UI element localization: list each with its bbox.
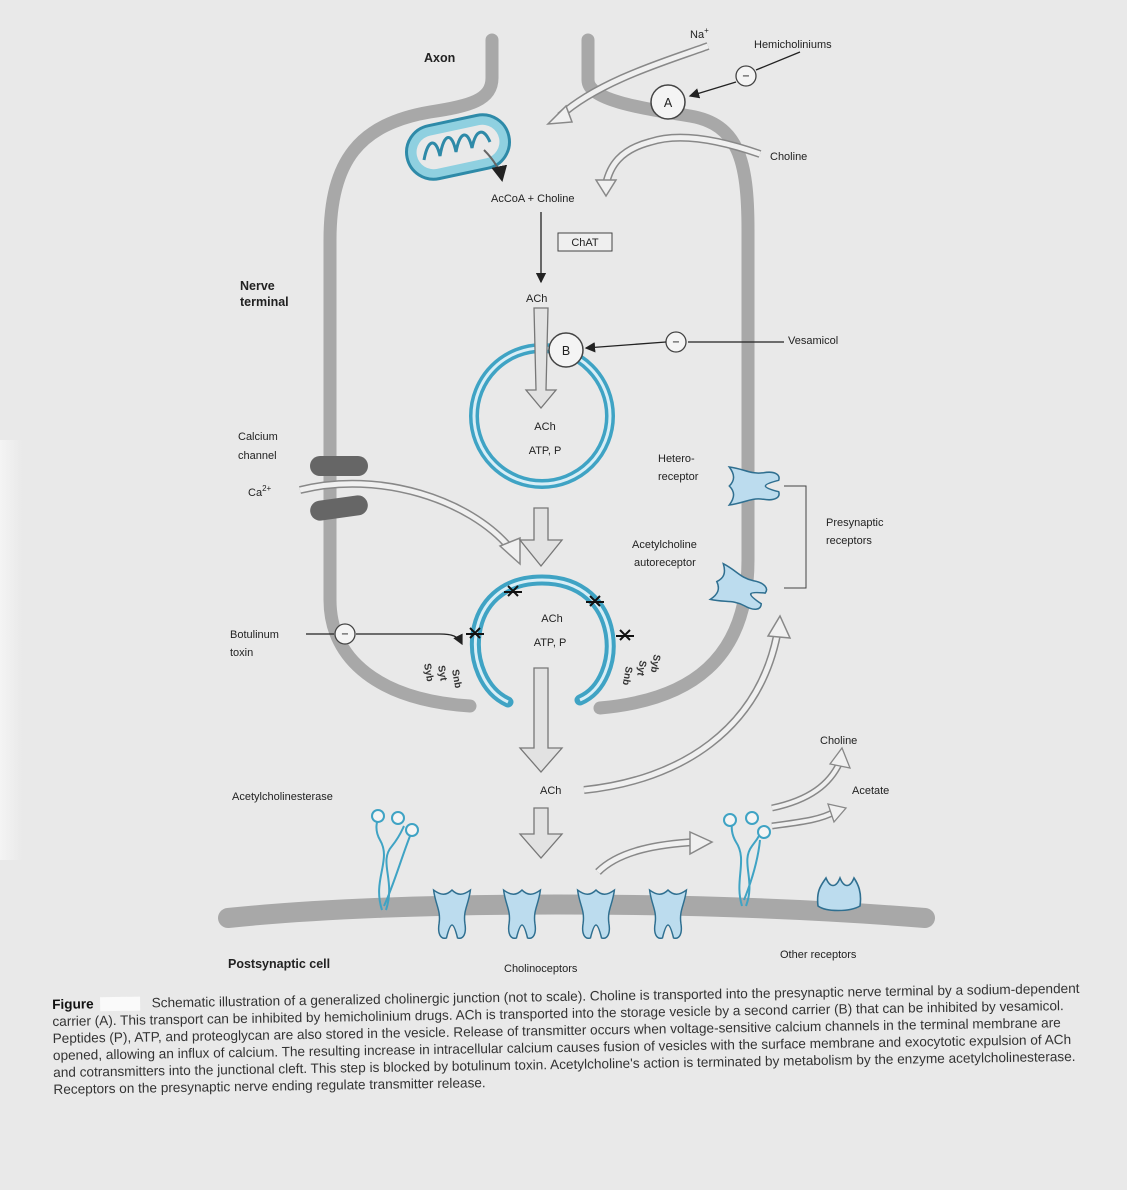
- other-receptors-label: Other receptors: [780, 949, 857, 961]
- snare-left-2: Syt: [435, 665, 449, 683]
- acetylcholinesterase-label: Acetylcholinesterase: [232, 791, 333, 803]
- snare-right-2: Syt: [634, 659, 648, 677]
- carrier-b-label: B: [562, 344, 570, 358]
- snare-complex-group: [466, 585, 634, 641]
- acoa-choline-label: AcCoA + Choline: [491, 193, 574, 205]
- calcium-channel-lower: [310, 495, 368, 521]
- figure-caption-text: Schematic illustration of a generalized …: [52, 980, 1080, 1097]
- presynaptic-receptors-bracket: [784, 485, 807, 589]
- presynaptic-receptors-label-1: Presynaptic: [826, 517, 884, 529]
- hemicholiniums-label: Hemicholiniums: [754, 39, 832, 51]
- page-edge-shadow: [0, 440, 22, 860]
- vesicle-atp-label: ATP, P: [529, 445, 562, 457]
- snare-right-3: Snb: [620, 665, 634, 686]
- cholinergic-junction-diagram: A − B − −: [218, 26, 935, 975]
- heteroreceptor-label-1: Hetero-: [658, 453, 695, 465]
- sodium-label: Na+: [690, 26, 709, 41]
- docked-vesicle-atp-label: ATP, P: [534, 637, 567, 649]
- mitochondrion-arrow: [483, 149, 508, 182]
- postsynaptic-membrane: [218, 894, 935, 928]
- cholinoceptors-label: Cholinoceptors: [504, 963, 578, 975]
- ach-synthesized-label: ACh: [526, 293, 547, 305]
- snare-left-3: Snb: [449, 669, 463, 690]
- autoreceptor-label-1: Acetylcholine: [632, 539, 697, 551]
- cholinoceptor-3: [576, 889, 616, 940]
- chat-label: ChAT: [571, 237, 599, 249]
- mitochondrion-icon: [405, 113, 511, 181]
- hemicholiniums-pointer: [755, 51, 801, 71]
- calcium-channel-label-2: channel: [238, 450, 277, 462]
- ach-loading-arrow: [524, 307, 558, 410]
- botulinum-label-1: Botulinum: [230, 629, 279, 641]
- cholinoceptor-2: [502, 889, 542, 940]
- docked-vesicle-ach-label: ACh: [541, 613, 562, 625]
- heteroreceptor: [728, 466, 780, 506]
- cholinoceptor-1: [432, 889, 472, 940]
- choline-top-label: Choline: [770, 151, 807, 163]
- choline-product-arrow: [771, 760, 844, 812]
- cholinoceptor-4: [648, 889, 688, 940]
- presynaptic-receptors-label-2: receptors: [826, 535, 872, 547]
- inhibit-sign-a: −: [742, 69, 749, 83]
- autoreceptor-label-2: autoreceptor: [634, 557, 696, 569]
- nerve-terminal-membrane-right: [581, 33, 755, 715]
- carrier-a: [650, 84, 686, 120]
- postsynaptic-cell-label: Postsynaptic cell: [228, 957, 330, 971]
- cleft-arrow: [518, 807, 564, 859]
- axon-label: Axon: [424, 51, 455, 65]
- vesicle-ach-label: ACh: [534, 421, 555, 433]
- snare-right-1: Syb: [648, 653, 662, 673]
- carrier-a-label: A: [664, 96, 673, 110]
- acetylcholinesterase-icon: [371, 809, 419, 911]
- carrier-b: [548, 332, 584, 368]
- release-arrow: [518, 667, 564, 773]
- botulinum-arrow: [356, 633, 463, 646]
- nerve-terminal-membrane-left: [323, 33, 499, 713]
- inhibit-symbol-hemicholiniums: [735, 65, 757, 87]
- ach-cleft-label: ACh: [540, 785, 561, 797]
- vesamicol-label: Vesamicol: [788, 335, 838, 347]
- other-receptor: [816, 875, 862, 912]
- snare-left-1: Syb: [421, 663, 435, 683]
- vesamicol-arrow: [584, 341, 667, 353]
- nerve-terminal-label-1: Nerve: [240, 279, 275, 293]
- choline-bottom-label: Choline: [820, 735, 857, 747]
- figure-label: Figure: [52, 996, 94, 1012]
- heteroreceptor-label-2: receptor: [658, 471, 699, 483]
- hemicholiniums-arrow: [688, 81, 737, 99]
- nerve-terminal-label-2: terminal: [240, 295, 289, 309]
- chat-box: [557, 232, 613, 252]
- inhibit-symbol-botulinum: [334, 623, 356, 645]
- calcium-channel-upper: [310, 456, 368, 476]
- figure-number-blank: [99, 997, 140, 1012]
- vesicle-migration-arrow: [518, 507, 564, 568]
- acetylcholinesterase-right-icon: [723, 811, 771, 907]
- inhibit-sign-b: −: [672, 335, 679, 349]
- botulinum-label-2: toxin: [230, 647, 253, 659]
- calcium-channel-label-1: Calcium: [238, 431, 278, 443]
- acetate-label: Acetate: [852, 785, 889, 797]
- inhibit-sign-botulinum: −: [341, 627, 348, 641]
- calcium-ion-label: Ca2+: [248, 484, 272, 499]
